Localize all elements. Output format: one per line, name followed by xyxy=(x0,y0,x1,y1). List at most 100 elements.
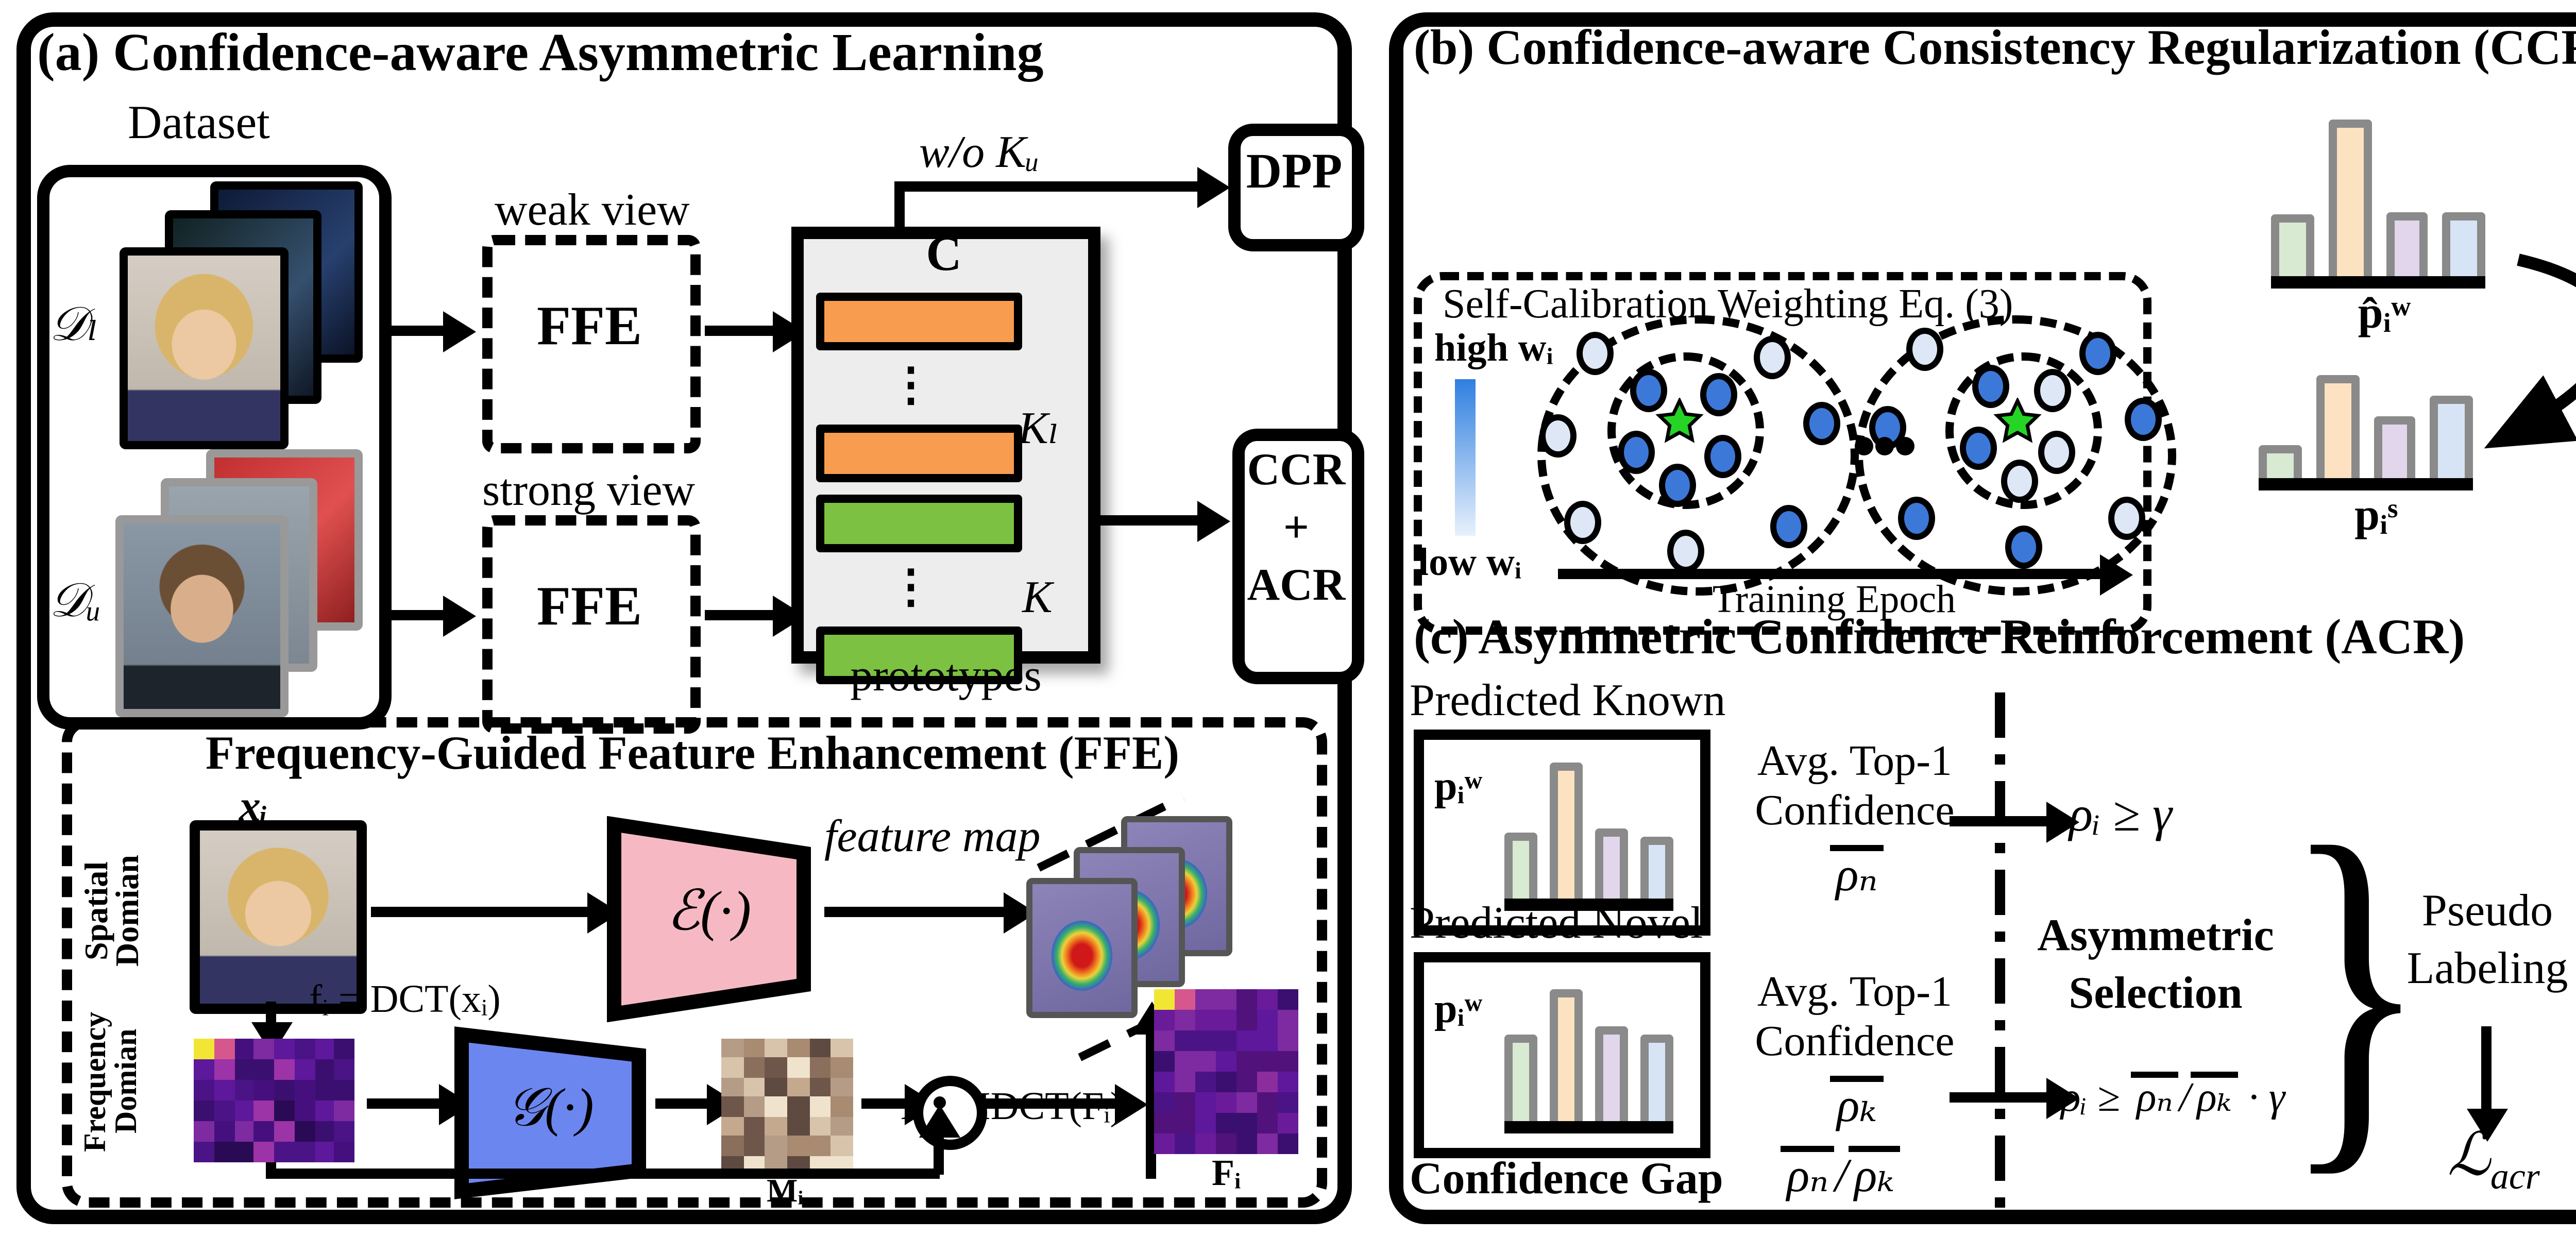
cluster-dot xyxy=(1630,369,1667,412)
predicted-known-label: Predicted Known xyxy=(1410,674,1726,725)
cluster-dot xyxy=(2001,460,2038,503)
arrow-generator-to-mask xyxy=(655,1098,709,1109)
p-s-label: pᵢˢ xyxy=(2354,488,2398,540)
rho-n-label: ρₙ xyxy=(1764,845,1950,902)
training-epoch-label: Training Epoch xyxy=(1712,579,1956,622)
weight-gradient-bar xyxy=(1455,379,1476,536)
bypass-line-horizontal xyxy=(266,1169,940,1179)
ellipsis-dot xyxy=(1855,437,1873,455)
arrow-ffe-strong-to-protos xyxy=(705,610,775,620)
cluster-dot xyxy=(1704,435,1741,478)
cluster-dot xyxy=(1754,336,1791,379)
arrow-xi-to-encoder xyxy=(371,907,589,917)
weak-view-label: weak view xyxy=(495,183,690,235)
star-icon xyxy=(1993,398,2042,443)
pseudo-labeling-l2: Labeling xyxy=(2406,942,2568,993)
cluster-dot xyxy=(1898,497,1935,540)
known-histogram xyxy=(1504,754,1673,911)
encoder-trapezoid xyxy=(607,816,811,1022)
cluster-dot xyxy=(2079,332,2116,375)
self-calibration-box xyxy=(1414,272,2151,635)
pw-novel-label: pᵢʷ xyxy=(1434,987,1483,1032)
avg-top1-novel-l1: Avg. Top-1 xyxy=(1757,967,1953,1016)
novel-histogram xyxy=(1504,977,1673,1133)
ccr-acr-line3: ACR xyxy=(1247,558,1346,610)
avg-top1-known-l2: Confidence xyxy=(1755,785,1955,835)
lacr-label: ℒacr xyxy=(2447,1123,2540,1197)
ffe-enhancement-title: Frequency-Guided Feature Enhancement (FF… xyxy=(205,727,1180,779)
cluster-dot xyxy=(2108,497,2145,540)
dl-label: 𝒟ₗ xyxy=(49,299,99,350)
arrow-fi-to-featuremap xyxy=(1146,1030,1156,1179)
mask-matrix xyxy=(721,1039,853,1175)
arrow-bypass-to-odot xyxy=(934,1133,944,1175)
arrow-xi-to-dct xyxy=(266,1002,276,1026)
arrow-ffe-weak-to-protos xyxy=(705,326,775,336)
cluster-layer xyxy=(1414,272,2176,618)
cluster-dot xyxy=(2125,398,2162,441)
wi-curved-arrow xyxy=(2484,253,2576,449)
ffe-weak-box xyxy=(482,235,701,453)
arrow-dct-to-generator xyxy=(367,1098,441,1109)
xi-image xyxy=(190,820,367,1014)
prototype-stack: ⋮⋮ xyxy=(816,293,1022,684)
pseudo-brace: } xyxy=(2283,767,2428,1208)
confidence-gap-label: Confidence Gap xyxy=(1410,1152,1723,1204)
kl-label: Kₗ xyxy=(1018,402,1060,453)
arrow-encoder-to-featuremap xyxy=(824,907,1006,917)
fi-matrix xyxy=(1154,989,1298,1154)
panel-a-title: (a) Confidence-aware Asymmetric Learning xyxy=(37,23,1044,82)
cluster-dot xyxy=(1618,431,1655,474)
cluster-dot xyxy=(1659,464,1696,507)
high-wi-label: high wᵢ xyxy=(1434,328,1554,371)
ccr-acr-line1: CCR xyxy=(1247,443,1346,495)
low-wi-label: low wᵢ xyxy=(1418,542,1522,585)
panel-c-title: (c) Asymmetric Confidence Reinforcement … xyxy=(1414,612,2465,666)
wo-ku-label: w/o Kᵤ xyxy=(919,126,1040,177)
frequency-domain-label: Frequency Domian xyxy=(80,1011,144,1153)
arrow-novel-condition xyxy=(1950,1092,2048,1103)
panel-b-title: (b) Confidence-aware Consistency Regular… xyxy=(1414,23,2576,76)
cluster-dot xyxy=(1667,530,1704,573)
cluster-dot xyxy=(2005,526,2042,569)
arrow-protos-to-dpp xyxy=(894,181,1199,192)
avg-top1-novel-l2: Confidence xyxy=(1755,1016,1955,1065)
training-epoch-arrow xyxy=(1558,569,2102,579)
p-hat-w-label: p̂ᵢʷ xyxy=(2358,286,2411,338)
arrow-dataset-to-ffe-weak xyxy=(379,326,445,336)
asymmetric-label-l1: Asymmetric xyxy=(2037,909,2274,960)
weak-histogram xyxy=(2271,115,2485,289)
generator-label: 𝒢(·) xyxy=(506,1078,594,1138)
ffe-strong-label: FFE xyxy=(537,575,642,637)
fi-label: Fᵢ xyxy=(1212,1152,1241,1193)
rho-k-label: ρₖ xyxy=(1764,1076,1950,1133)
labeled-photo-front xyxy=(120,247,289,449)
cluster-dot xyxy=(1770,505,1807,548)
acr-divider-line xyxy=(1995,692,2005,1208)
cluster-dot xyxy=(1972,365,2009,408)
ccr-acr-line2: + xyxy=(1283,501,1310,552)
cluster-dot xyxy=(1906,328,1943,371)
encoder-label: ℰ(·) xyxy=(666,880,752,942)
arrow-protos-to-ccracr xyxy=(1092,515,1199,526)
cluster-dot xyxy=(1960,427,1997,470)
known-condition: ρᵢ ≥ γ xyxy=(2069,789,2172,843)
arrow-mask-to-odot xyxy=(861,1098,907,1109)
confidence-gap-ratio: ρₙ/ρₖ xyxy=(1781,1146,1901,1203)
strong-view-label: strong view xyxy=(482,464,696,515)
unlabeled-photo-front xyxy=(115,515,289,717)
star-icon xyxy=(1655,398,1704,443)
strong-histogram xyxy=(2259,371,2473,490)
avg-top1-known-l1: Avg. Top-1 xyxy=(1757,736,1953,785)
prototypes-label: prototypes xyxy=(850,649,1042,701)
arrow-dataset-to-ffe-strong xyxy=(379,610,445,620)
arrow-pseudo-to-lacr xyxy=(2481,1026,2492,1113)
prototypes-c-label: C xyxy=(926,229,962,282)
predicted-novel-label: Predicted Novel xyxy=(1410,896,1703,948)
arrow-known-condition xyxy=(1950,816,2048,826)
k-label: K xyxy=(1022,571,1053,622)
cluster-dot xyxy=(1700,373,1737,416)
du-label: 𝒟ᵤ xyxy=(49,575,101,626)
cluster-dot xyxy=(1803,402,1840,445)
